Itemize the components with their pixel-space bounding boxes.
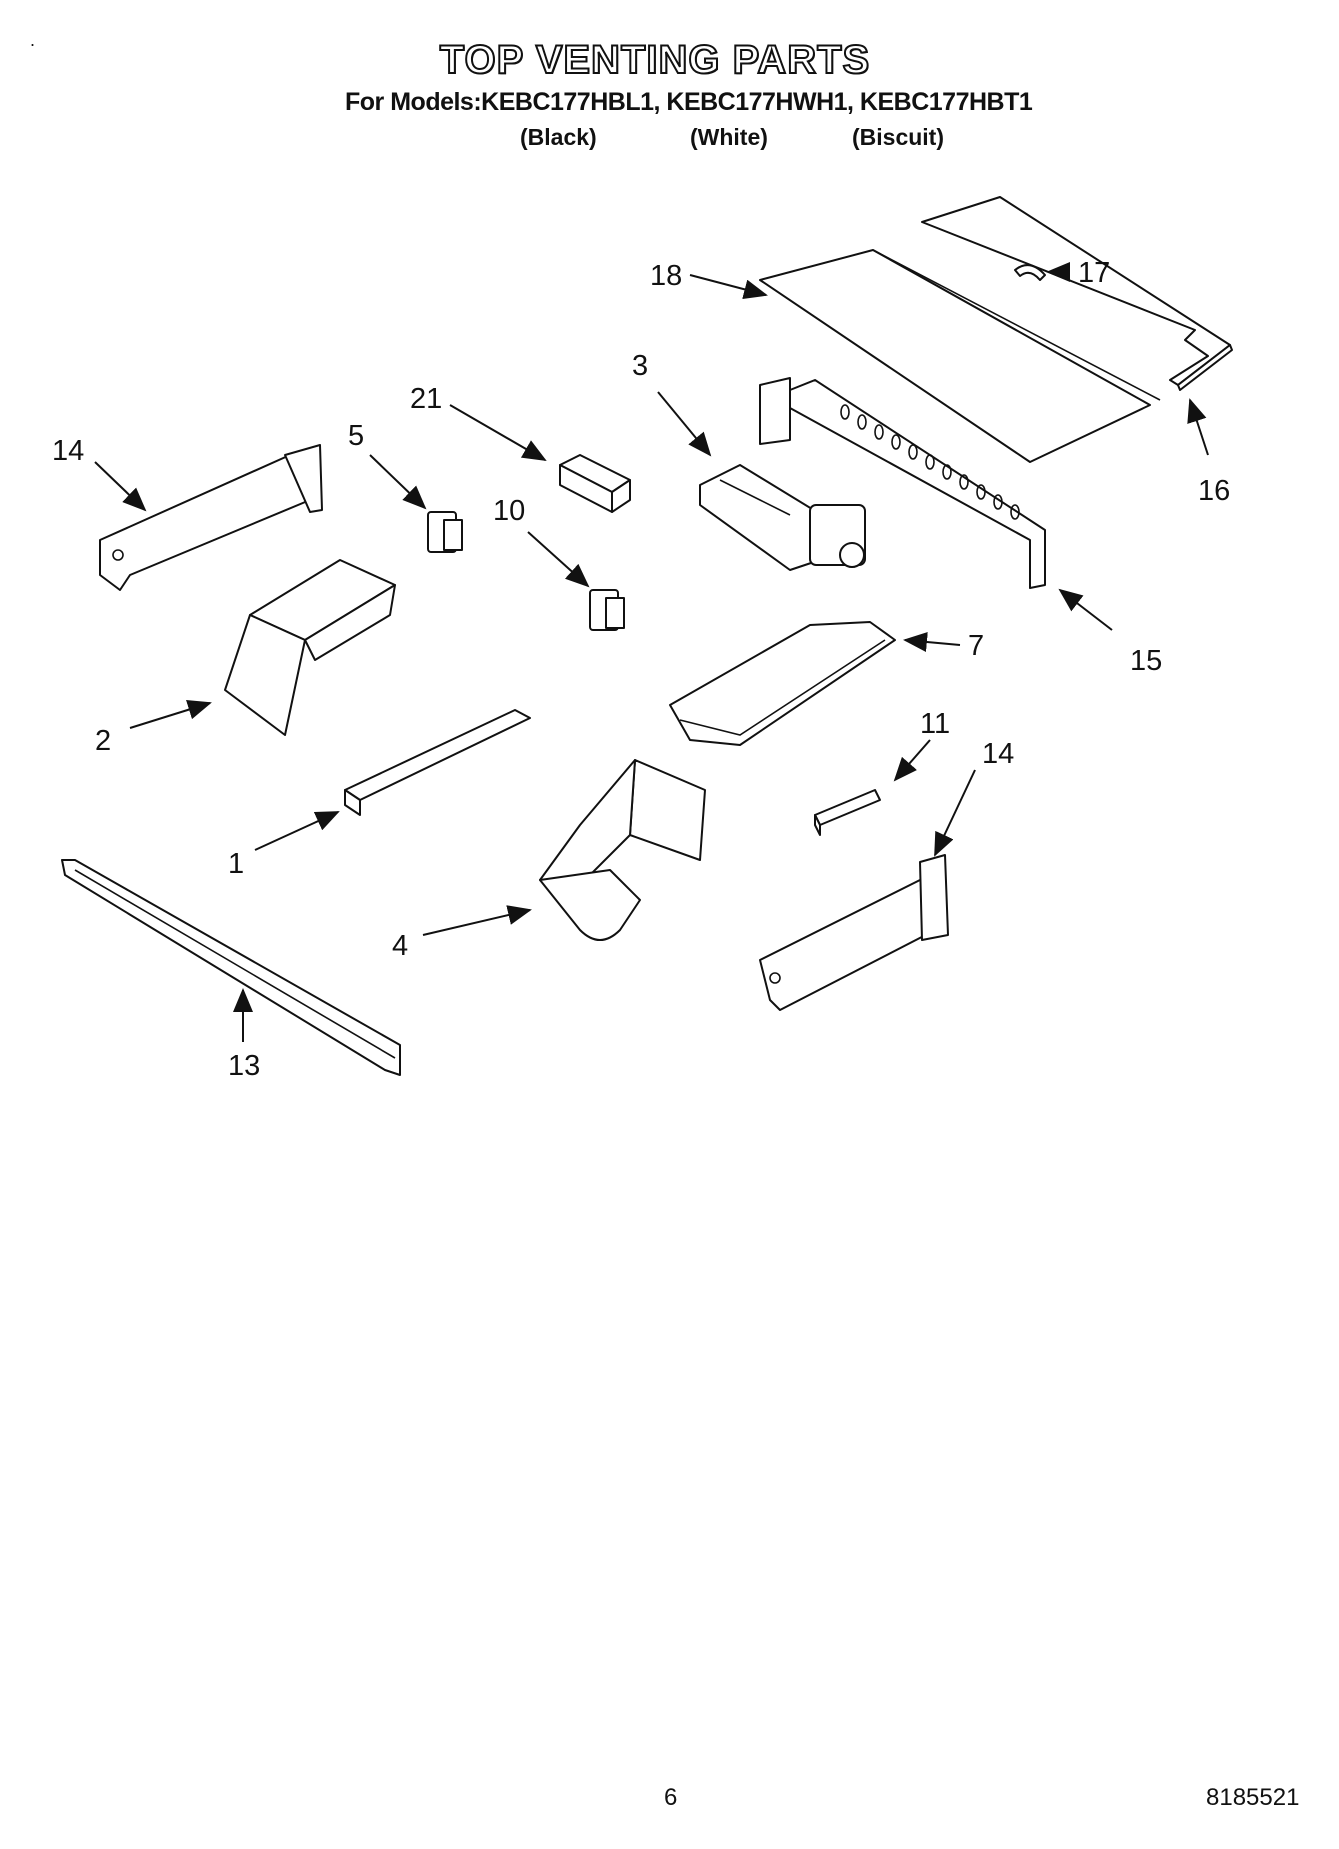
part-2-duct (224, 559, 396, 736)
part-17-clip (1014, 264, 1046, 281)
part-4-air-duct (539, 759, 706, 941)
document-number: 8185521 (1206, 1784, 1300, 1811)
part-14-right-bracket (759, 854, 949, 1011)
part-16-top-panel (921, 196, 1233, 391)
leader-lines (94, 262, 1209, 1042)
part-10-switch (589, 589, 625, 631)
color-biscuit-label: (Biscuit) (852, 124, 944, 150)
part-14-left-bracket (99, 444, 323, 591)
color-white-label: (White) (690, 124, 768, 150)
callout-7: 7 (968, 630, 984, 662)
callout-5: 5 (348, 420, 364, 452)
part-1-channel (344, 709, 531, 816)
callout-14-left: 14 (52, 435, 84, 467)
part-5-switch (427, 511, 463, 553)
callout-4: 4 (392, 930, 408, 962)
callout-3: 3 (632, 350, 648, 382)
callout-14-right: 14 (982, 738, 1014, 770)
callout-11: 11 (920, 708, 950, 740)
callout-10: 10 (493, 495, 525, 527)
part-11-terminal-block (814, 789, 881, 836)
callout-18: 18 (650, 260, 682, 292)
part-21-foam-block (559, 454, 631, 513)
callout-17: 17 (1078, 257, 1110, 289)
part-15-vent-bracket (759, 377, 1046, 589)
callout-2: 2 (95, 725, 111, 757)
callout-1: 1 (228, 848, 244, 880)
callout-16: 16 (1198, 475, 1230, 507)
part-13-long-rail (61, 859, 401, 1076)
model-list: For Models:KEBC177HBL1, KEBC177HWH1, KEB… (345, 88, 1033, 116)
part-18-insulation-sheet (759, 249, 1161, 463)
callout-13: 13 (228, 1050, 260, 1082)
callout-21: 21 (410, 383, 442, 415)
color-black-label: (Black) (520, 124, 597, 150)
stray-mark: . (30, 30, 36, 50)
part-3-motor-assembly (699, 464, 866, 571)
page-number: 6 (664, 1784, 678, 1811)
part-7-mounting-plate (669, 621, 896, 746)
callout-15: 15 (1130, 645, 1162, 677)
page-title: TOP VENTING PARTS (439, 37, 871, 83)
